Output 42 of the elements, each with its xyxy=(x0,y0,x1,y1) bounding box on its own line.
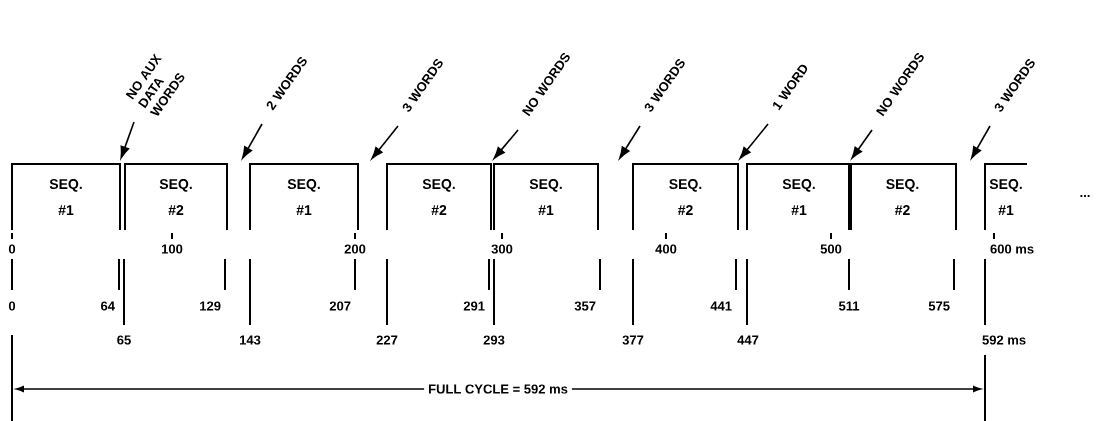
ellipsis: ... xyxy=(1080,195,1090,197)
tick-label: 64 xyxy=(101,301,115,311)
tick-label: 447 xyxy=(737,335,759,345)
tick-label: 200 xyxy=(344,244,366,254)
arrow xyxy=(739,123,769,159)
tick-label: 207 xyxy=(329,301,351,311)
sequence-box: SEQ. #1 xyxy=(493,163,599,231)
arrow xyxy=(851,129,873,159)
tick-label: 400 xyxy=(655,244,677,254)
arrow xyxy=(971,125,991,159)
arrow xyxy=(242,123,263,159)
tick-label: 129 xyxy=(200,301,221,311)
sequence-box: SEQ. #2 xyxy=(632,163,739,231)
sequence-box: SEQ. #1 xyxy=(746,163,852,231)
tick-label: 592 ms xyxy=(982,335,1026,345)
dimension-label: FULL CYCLE = 592 ms xyxy=(424,380,572,398)
sequence-box: SEQ. #2 xyxy=(386,163,492,231)
tick-label: 65 xyxy=(117,335,131,345)
tick-label: 377 xyxy=(622,335,644,345)
tick-label: 0 xyxy=(8,244,16,254)
tick-label: 143 xyxy=(239,335,261,345)
tick-label: 600 ms xyxy=(990,244,1034,254)
tick-label: 357 xyxy=(574,301,596,311)
arrow xyxy=(619,125,641,159)
arrow xyxy=(120,121,135,159)
tick-label: 291 xyxy=(463,301,485,311)
arrow xyxy=(493,129,519,159)
tick-label: 500 xyxy=(820,244,842,254)
tick-label: 300 xyxy=(491,244,513,254)
sequence-box: SEQ. #1 xyxy=(11,163,121,231)
tick-label: 100 xyxy=(161,244,183,254)
sequence-box: SEQ. #1 xyxy=(984,163,1028,231)
tick-label: 575 xyxy=(928,301,950,311)
tick-label: 227 xyxy=(376,335,398,345)
sequence-box: SEQ. #1 xyxy=(249,163,359,231)
tick-label: 441 xyxy=(710,301,732,311)
tick-label: 0 xyxy=(8,301,16,311)
arrow xyxy=(371,125,399,159)
tick-label: 293 xyxy=(483,335,505,345)
sequence-box: SEQ. #2 xyxy=(848,163,957,231)
tick-label: 511 xyxy=(838,301,860,311)
sequence-box: SEQ. #2 xyxy=(124,163,228,231)
